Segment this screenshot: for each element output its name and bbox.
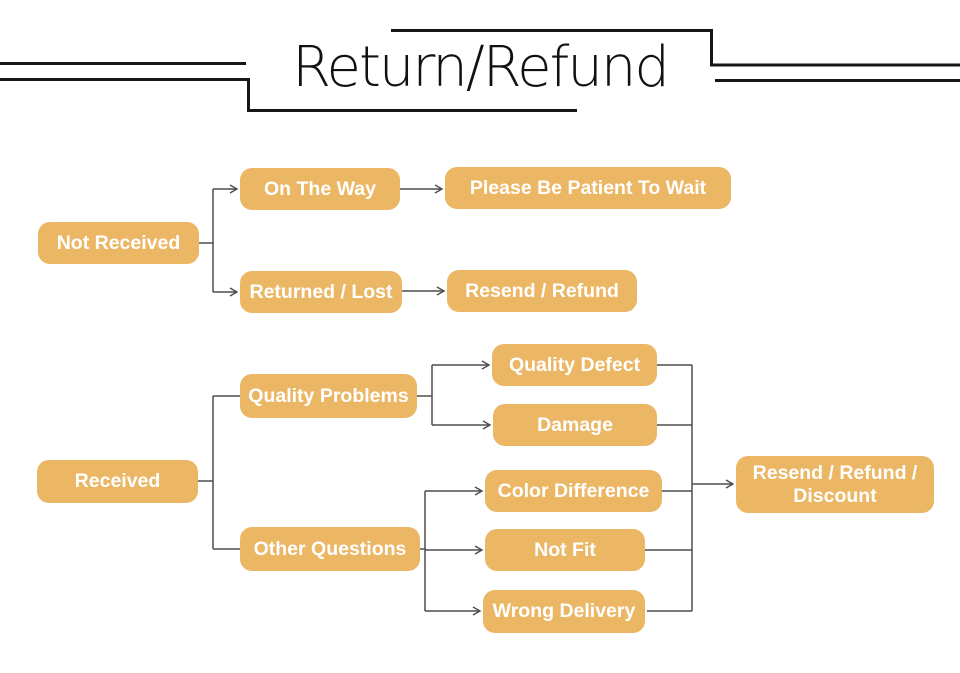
node-received-label: Received xyxy=(74,470,161,493)
node-not-received-label: Not Received xyxy=(56,231,181,254)
page-title: Return/Refund xyxy=(292,35,670,100)
node-not-fit-label: Not Fit xyxy=(534,538,596,561)
node-other-questions: Other Questions xyxy=(240,527,420,571)
node-resend-refund-discount: Resend / Refund / Discount xyxy=(736,456,934,513)
node-wrong-delivery: Wrong Delivery xyxy=(483,590,645,633)
node-on-the-way-label: On The Way xyxy=(264,177,376,200)
node-quality-defect: Quality Defect xyxy=(492,344,657,386)
node-resend-refund-label: Resend / Refund xyxy=(465,279,619,302)
node-color-difference: Color Difference xyxy=(485,470,662,512)
node-not-received: Not Received xyxy=(38,222,199,264)
node-damage: Damage xyxy=(493,404,657,446)
node-quality-problems: Quality Problems xyxy=(240,374,417,418)
node-on-the-way: On The Way xyxy=(240,168,400,210)
node-please-be-patient: Please Be Patient To Wait xyxy=(445,167,731,209)
node-other-questions-label: Other Questions xyxy=(253,537,407,560)
node-quality-defect-label: Quality Defect xyxy=(508,353,641,376)
node-quality-problems-label: Quality Problems xyxy=(248,384,409,407)
node-color-difference-label: Color Difference xyxy=(497,479,650,502)
node-please-be-patient-label: Please Be Patient To Wait xyxy=(469,176,707,199)
node-resend-refund-discount-label: Resend / Refund / Discount xyxy=(752,462,918,507)
node-not-fit: Not Fit xyxy=(485,529,645,571)
node-wrong-delivery-label: Wrong Delivery xyxy=(492,600,636,623)
node-returned-lost: Returned / Lost xyxy=(240,271,402,313)
node-damage-label: Damage xyxy=(537,413,613,436)
title-frame-lines xyxy=(0,29,960,112)
node-received: Received xyxy=(37,460,198,503)
node-resend-refund: Resend / Refund xyxy=(447,270,637,312)
node-returned-lost-label: Returned / Lost xyxy=(249,280,393,303)
flow-connectors xyxy=(198,184,735,616)
